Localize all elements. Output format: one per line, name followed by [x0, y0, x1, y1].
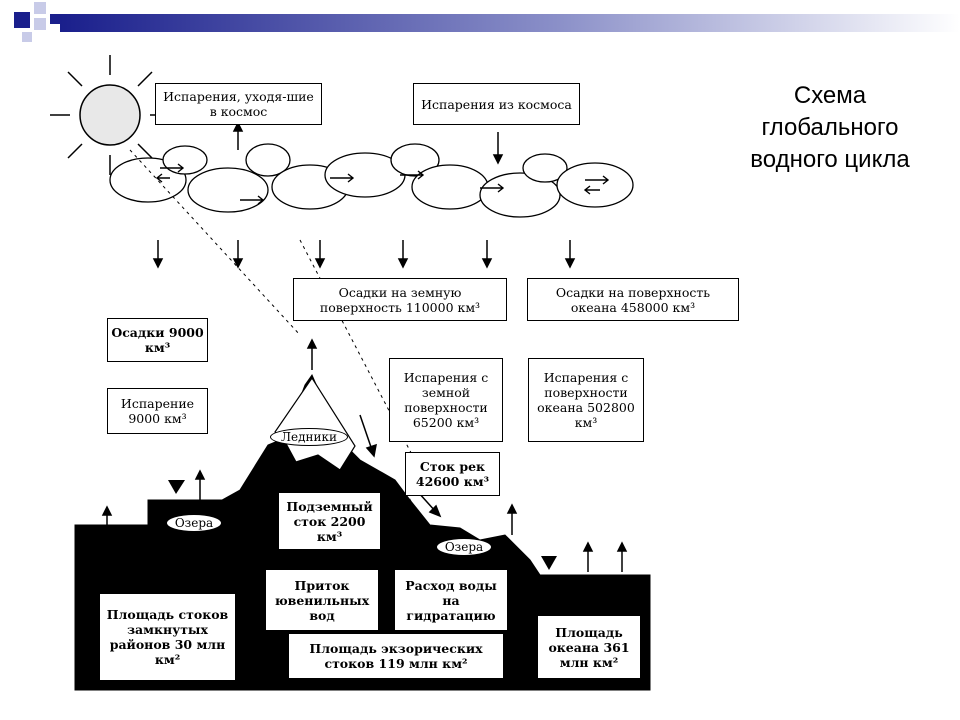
evap-closed-box: Испарение 9000 км³ [107, 388, 208, 434]
clouds [109, 143, 634, 218]
precip-ocean-box: Осадки на поверхность океана 458000 км³ [527, 278, 739, 321]
precip-land-box: Осадки на земную поверхность 110000 км³ [293, 278, 507, 321]
lakes-label-2: Озера [444, 540, 484, 554]
ocean-area-box: Площадь океана 361 млн км² [538, 616, 640, 678]
precip-closed-label: Осадки 9000 км³ [111, 325, 204, 355]
lakes-label-box-1: Озера [166, 514, 222, 532]
lakes-label-1: Озера [174, 516, 214, 530]
closed-area-box: Площадь стоков замкнутых районов 30 млн … [100, 594, 235, 680]
evap-closed-label: Испарение 9000 км³ [120, 396, 195, 426]
precip-closed-box: Осадки 9000 км³ [107, 318, 208, 362]
juvenile-label: Приток ювенильных вод [274, 577, 370, 623]
lake-markers [168, 480, 557, 570]
evap-land-box: Испарения с земной поверхности 65200 км³ [389, 358, 503, 442]
precip-ocean-label: Осадки на поверхность океана 458000 км³ [555, 284, 711, 315]
evap-space-out-box: Испарения, уходя-шие в космос [155, 83, 322, 125]
cloud-arrows [155, 163, 610, 205]
closed-area-label: Площадь стоков замкнутых районов 30 млн … [106, 607, 229, 667]
groundwater-box: Подземный сток 2200 км³ [278, 492, 381, 550]
evap-ocean-box: Испарения с поверхности океана 502800 км… [528, 358, 644, 442]
evap-space-out-label: Испарения, уходя-шие в космос [163, 89, 314, 119]
glaciers-label: Ледники [281, 430, 337, 444]
evap-land-label: Испарения с земной поверхности 65200 км³ [403, 370, 489, 430]
hydration-label: Расход воды на гидратацию [405, 577, 497, 623]
exoric-area-box: Площадь экзорических стоков 119 млн км² [289, 634, 503, 678]
lakes-label-box-2: Озера [436, 538, 492, 556]
ocean-area-label: Площадь океана 361 млн км² [548, 624, 630, 670]
groundwater-label: Подземный сток 2200 км³ [286, 498, 373, 544]
slide-title: Схема глобального водного цикла [750, 82, 910, 173]
evap-from-space-label: Испарения из космоса [421, 96, 572, 112]
precip-land-label: Осадки на земную поверхность 110000 км³ [319, 284, 481, 315]
juvenile-box: Приток ювенильных вод [266, 570, 378, 630]
sun-icon [50, 55, 170, 175]
slide-header-bar [0, 0, 960, 48]
river-runoff-label: Сток рек 42600 км³ [415, 459, 490, 489]
exoric-area-label: Площадь экзорических стоков 119 млн км² [309, 641, 483, 671]
evap-from-space-box: Испарения из космоса [413, 83, 580, 125]
hydration-box: Расход воды на гидратацию [395, 570, 507, 630]
glaciers-label-box: Ледники [270, 428, 348, 446]
flow-arrows [101, 121, 628, 572]
header-gradient [14, 2, 960, 42]
evap-ocean-label: Испарения с поверхности океана 502800 км… [537, 370, 635, 430]
river-runoff-box: Сток рек 42600 км³ [405, 452, 500, 496]
